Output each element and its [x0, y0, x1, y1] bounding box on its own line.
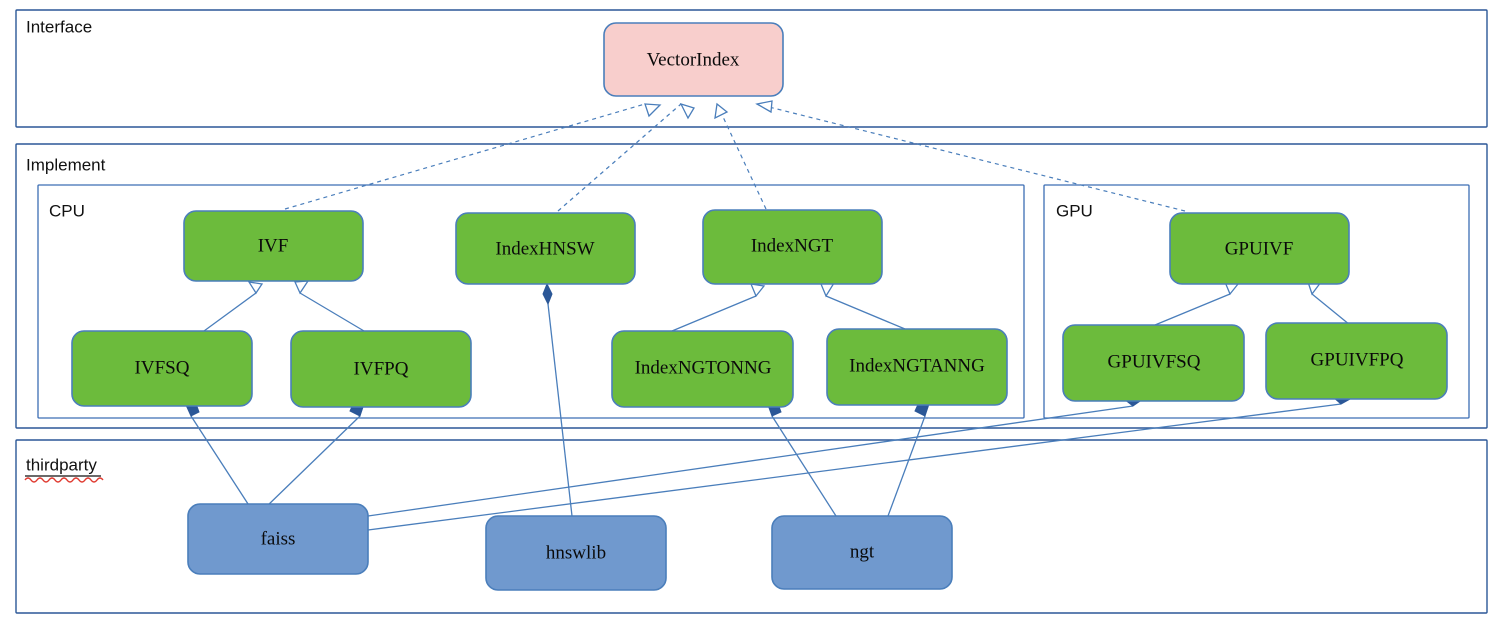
node-gpuivfpq[interactable]: GPUIVFPQ — [1265, 322, 1448, 400]
group-label-interface: Interface — [26, 17, 92, 36]
node-indexngtonng[interactable]: IndexNGTONNG — [611, 330, 794, 408]
node-vectorindex[interactable]: VectorIndex — [603, 22, 784, 97]
group-label-implement: Implement — [26, 155, 106, 174]
group-label-thirdparty: thirdparty — [26, 455, 97, 474]
node-indexngt[interactable]: IndexNGT — [702, 209, 883, 285]
edge-indexngtonng-to-indexngt — [671, 283, 766, 332]
node-gpuivf[interactable]: GPUIVF — [1169, 212, 1350, 285]
edge-ivf-to-vectorindex — [284, 103, 662, 210]
node-label-hnswlib: hnswlib — [546, 542, 606, 563]
edge-indexhnsw-to-vectorindex — [557, 102, 695, 212]
group-label-gpu: GPU — [1056, 201, 1093, 220]
group-thirdparty: thirdparty — [15, 439, 1488, 614]
node-indexhnsw[interactable]: IndexHNSW — [455, 212, 636, 285]
node-ngt[interactable]: ngt — [771, 515, 953, 590]
node-label-ngt: ngt — [850, 541, 875, 562]
node-label-ivfsq: IVFSQ — [135, 357, 190, 378]
node-label-indexngt: IndexNGT — [751, 235, 834, 256]
node-label-gpuivfsq: GPUIVFSQ — [1108, 351, 1201, 372]
node-label-ivf: IVF — [258, 235, 289, 256]
node-label-ivfpq: IVFPQ — [354, 358, 409, 379]
node-ivfpq[interactable]: IVFPQ — [290, 330, 472, 408]
edge-indexngt-to-vectorindex — [714, 102, 767, 210]
node-label-gpuivfpq: GPUIVFPQ — [1311, 349, 1404, 370]
node-gpuivfsq[interactable]: GPUIVFSQ — [1062, 324, 1245, 402]
group-gpu: GPU — [1043, 184, 1470, 419]
node-indexngtanng[interactable]: IndexNGTANNG — [826, 328, 1008, 406]
node-label-indexhnsw: IndexHNSW — [495, 238, 594, 259]
group-cpu: CPU — [37, 184, 1025, 419]
node-ivfsq[interactable]: IVFSQ — [71, 330, 253, 407]
group-label-cpu: CPU — [49, 201, 85, 220]
node-hnswlib[interactable]: hnswlib — [485, 515, 667, 591]
edge-gpuivf-to-vectorindex — [755, 100, 1186, 212]
node-label-gpuivf: GPUIVF — [1225, 238, 1294, 259]
spellcheck-squiggle-icon — [24, 477, 104, 483]
node-faiss[interactable]: faiss — [187, 503, 369, 575]
node-label-indexngtanng: IndexNGTANNG — [849, 355, 985, 376]
node-label-vectorindex: VectorIndex — [647, 49, 740, 70]
edge-ivfsq-to-ivf — [203, 281, 264, 332]
node-label-faiss: faiss — [261, 528, 296, 549]
node-label-indexngtonng: IndexNGTONNG — [635, 357, 772, 378]
node-ivf[interactable]: IVF — [183, 210, 364, 282]
